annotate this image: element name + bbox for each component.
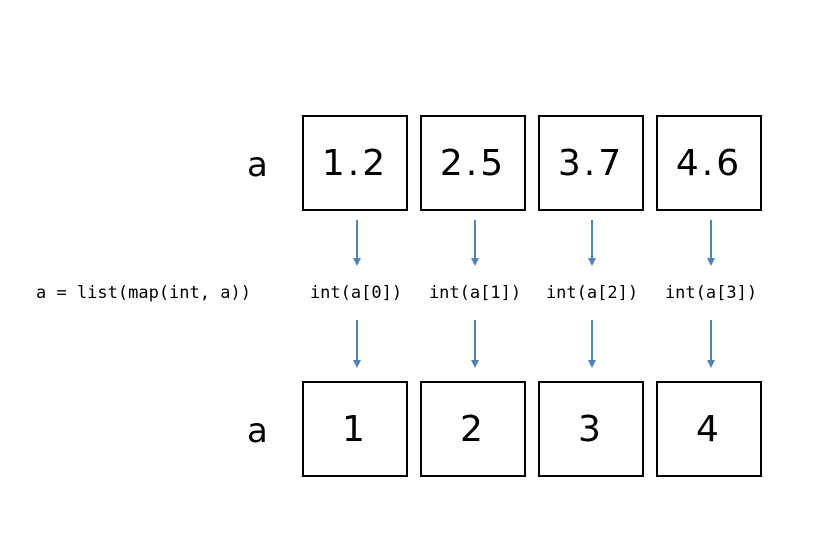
- int-call-2: int(a[2]): [545, 283, 639, 303]
- bottom-cell-3: 4: [656, 381, 762, 477]
- bottom-cell-0: 1: [302, 381, 408, 477]
- top-cell-3: 4.6: [656, 115, 762, 211]
- int-call-0: int(a[0]): [309, 283, 403, 303]
- top-cell-1: 2.5: [420, 115, 526, 211]
- bottom-var-label: a: [247, 411, 268, 451]
- int-call-3: int(a[3]): [664, 283, 758, 303]
- bottom-cell-2: 3: [538, 381, 644, 477]
- int-call-1: int(a[1]): [428, 283, 522, 303]
- top-cell-2: 3.7: [538, 115, 644, 211]
- top-var-label: a: [247, 145, 268, 185]
- top-cell-0: 1.2: [302, 115, 408, 211]
- bottom-cell-1: 2: [420, 381, 526, 477]
- map-statement: a = list(map(int, a)): [36, 283, 251, 303]
